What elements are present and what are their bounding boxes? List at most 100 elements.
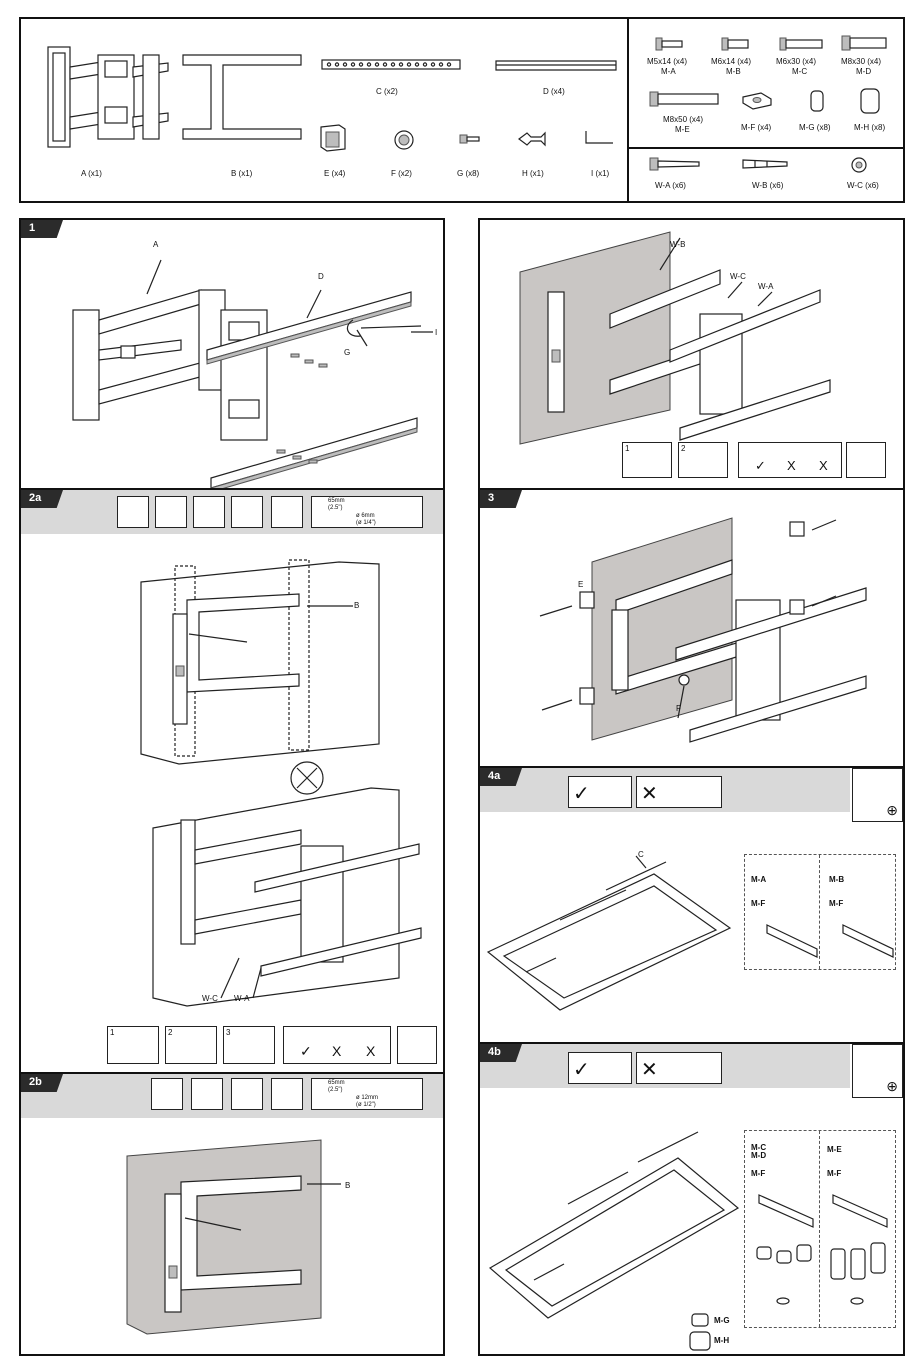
step-2a-callout-wa: W-A	[234, 994, 250, 1003]
step-2a-mini-3: 3	[223, 1026, 275, 1064]
cross-icon-1: X	[332, 1043, 342, 1059]
step-1-callout-d: D	[318, 272, 324, 281]
screw-md-size: M8x30 (x4)	[841, 57, 882, 66]
drill-dia-2a: ø 6mm	[356, 513, 375, 519]
detail-4b-stack-2	[830, 1194, 888, 1305]
concrete-callout-wb: W-B	[670, 240, 686, 249]
anchor-wb-label: W-B (x6)	[752, 181, 784, 190]
step-3-callout-f: F	[676, 704, 681, 713]
step-4b-wrong-icon: ✕	[636, 1052, 722, 1084]
step-2b-concrete-wall	[126, 1139, 341, 1335]
drill-dia-2a-in: (ø 1/4")	[356, 520, 376, 526]
tool-stud-finder-icon	[117, 496, 149, 528]
right-column-panel: W-B W-C W-A 1 2 ✓ X X 3 E F 4a	[478, 218, 905, 1356]
phillips-4a-icon: ⊕	[886, 802, 898, 818]
step-4b-correct-icon: ✓	[568, 1052, 632, 1084]
detail-mf1-label: M-F	[751, 899, 766, 908]
detail-mf3-label: M-F	[751, 1169, 766, 1178]
lag-bolt-wa-icon	[649, 157, 700, 171]
spacer-mg-label: M-G (x8)	[799, 123, 831, 132]
step-2a-mini-1: 1	[107, 1026, 159, 1064]
part-d-illustration	[495, 60, 617, 71]
step-4a-detail-panel: M-A M-F M-B M-F	[744, 854, 896, 970]
concrete-callout-wa: W-A	[758, 282, 774, 291]
detail-mf4-label: M-F	[827, 1169, 842, 1178]
part-b-illustration	[182, 54, 302, 140]
screw-me-icon	[649, 91, 719, 107]
step-1-number: 1	[21, 220, 63, 238]
screw-ma-icon	[655, 37, 683, 51]
left-column-panel: 1 A D G I 2a 65mm	[19, 218, 445, 1356]
step-4b-screwdriver-icon: ⊕	[852, 1044, 903, 1098]
part-a-illustration	[47, 46, 169, 148]
screw-mc-code: M-C	[792, 67, 808, 76]
screw-me-size: M8x50 (x4)	[663, 115, 704, 124]
step-4b-callout-mg: M-G	[714, 1316, 730, 1325]
concrete-mini-1-num: 1	[625, 444, 630, 453]
step-1-callout-a: A	[153, 240, 159, 249]
step-4b-divider	[480, 1042, 903, 1044]
step-3-number: 3	[480, 490, 522, 508]
step-2b-divider	[21, 1072, 443, 1074]
tool-screwdriver-2b-icon	[231, 1078, 263, 1110]
check-mark-4a-icon: ✓	[573, 783, 590, 805]
drill-dia-2b: ø 12mm	[356, 1095, 379, 1101]
step-2a-wall-mount	[152, 761, 422, 1007]
step-2a-tighten-check: ✓ X X	[283, 1026, 391, 1064]
detail-mf2-label: M-F	[829, 899, 844, 908]
concrete-mount-illustration	[519, 231, 831, 445]
step-4b-callout-mh: M-H	[714, 1336, 730, 1345]
step-4b-number: 4b	[480, 1044, 522, 1062]
drill-depth-2b: 65mm	[328, 1080, 345, 1086]
part-e-label: E (x4)	[324, 169, 346, 178]
concrete-drill-icon	[846, 442, 886, 478]
concrete-cross-icon-2: X	[819, 458, 828, 473]
tool-pencil-icon	[193, 496, 225, 528]
drill-depth-2a: 65mm	[328, 498, 345, 504]
tool-screwdriver-icon	[231, 496, 263, 528]
detail-4b-stack-1	[756, 1194, 814, 1305]
step-4b-spacers	[689, 1313, 711, 1351]
step-4b-detail-panel: M-C M-D M-F M-E M-F	[744, 1130, 896, 1328]
parts-panel: A (x1) B (x1) C (x2) D (x4) E (x4) F (x2…	[19, 17, 905, 203]
detail-4a-rail-1	[766, 924, 818, 958]
spacer-mh-label: M-H (x8)	[854, 123, 886, 132]
step-2a-number: 2a	[21, 490, 63, 508]
step-1-callout-g: G	[344, 348, 351, 357]
drill-spec-2b: 65mm (2.5") ø 12mm (ø 1/2")	[311, 1078, 423, 1110]
screws-divider	[629, 147, 903, 149]
part-i-illustration	[585, 131, 613, 144]
lag-bolt-wa-label: W-A (x6)	[655, 181, 686, 190]
step-3-callout-e: E	[578, 580, 584, 589]
screw-mc-icon	[779, 37, 823, 51]
washer-wc-icon	[851, 157, 867, 173]
washer-mf-icon	[742, 92, 772, 110]
detail-mc-label: M-C	[751, 1143, 767, 1152]
tool-drill-2b-icon	[271, 1078, 303, 1110]
step-4a-number: 4a	[480, 768, 522, 786]
step-4b-detail-divider	[819, 1131, 820, 1327]
step-2a-callout-wc: W-C	[202, 994, 218, 1003]
washer-mf-label: M-F (x4)	[741, 123, 772, 132]
step-3-divider	[480, 488, 903, 490]
step-3-illustration	[539, 517, 867, 743]
part-f-illustration	[394, 130, 414, 150]
drill-depth-2a-in: (2.5")	[328, 505, 343, 511]
step-4a-callout-c: C	[638, 850, 644, 859]
concrete-tighten-check: ✓ X X	[738, 442, 842, 478]
part-h-illustration	[518, 131, 546, 147]
tool-drill-icon	[271, 496, 303, 528]
part-d-label: D (x4)	[543, 87, 565, 96]
drill-depth-2b-in: (2.5")	[328, 1087, 343, 1093]
part-e-illustration	[320, 124, 346, 152]
step-2a-divider	[21, 488, 443, 490]
step-4b-tv-back	[488, 1131, 740, 1319]
part-h-label: H (x1)	[522, 169, 544, 178]
cross-icon-2: X	[366, 1043, 376, 1059]
step-2b-number: 2b	[21, 1074, 63, 1092]
part-g-label: G (x8)	[457, 169, 480, 178]
concrete-mini-2: 2	[678, 442, 728, 478]
concrete-check-icon: ✓	[755, 458, 766, 473]
detail-4a-rail-2	[842, 924, 894, 958]
step-4a-tv-back	[486, 855, 732, 1011]
